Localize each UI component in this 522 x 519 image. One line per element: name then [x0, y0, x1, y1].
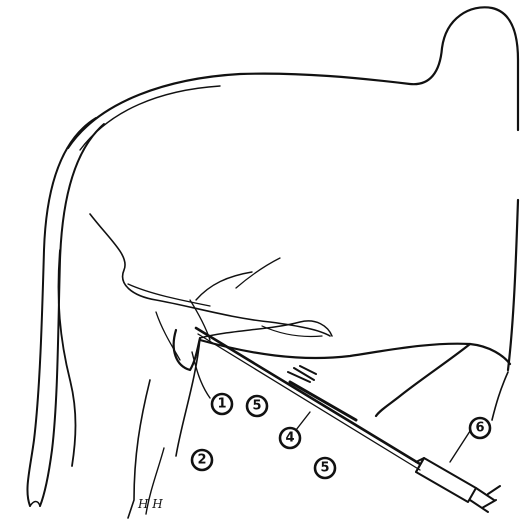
- flank-fold: [90, 214, 330, 336]
- callout-1: 1: [212, 394, 232, 414]
- flank-curve: [196, 272, 252, 300]
- insertion-mark: [288, 366, 316, 382]
- tail-outer: [27, 118, 96, 506]
- topline: [68, 7, 518, 148]
- leader-4: [296, 412, 310, 430]
- hip-line: [236, 258, 280, 288]
- tail-switch: [30, 502, 40, 507]
- rump-inner-line: [80, 86, 220, 150]
- callout-5-lower: 5: [315, 458, 335, 478]
- shoulder-line: [508, 200, 518, 370]
- leader-6: [450, 428, 472, 462]
- callout-label: 6: [475, 421, 484, 436]
- callout-2: 2: [192, 450, 212, 470]
- belly-line: [200, 340, 510, 364]
- artist-signature: H H: [137, 497, 163, 511]
- front-leg-line-2: [492, 372, 508, 420]
- callout-6: 6: [470, 418, 490, 438]
- tail-inner: [40, 124, 104, 506]
- tail: [27, 118, 104, 506]
- callout-label: 4: [285, 431, 294, 446]
- callout-4: 4: [280, 428, 300, 448]
- callout-label: 5: [320, 461, 329, 476]
- cannula-sleeve: [290, 382, 356, 420]
- inner-thigh: [156, 312, 180, 360]
- callout-label: 1: [217, 397, 226, 412]
- hind-leg-back: [58, 250, 75, 466]
- front-leg-line: [376, 344, 470, 416]
- callout-label: 2: [197, 453, 206, 468]
- callout-5-upper: 5: [247, 396, 267, 416]
- syringe-barrel: [416, 458, 476, 502]
- callout-label: 5: [252, 399, 261, 414]
